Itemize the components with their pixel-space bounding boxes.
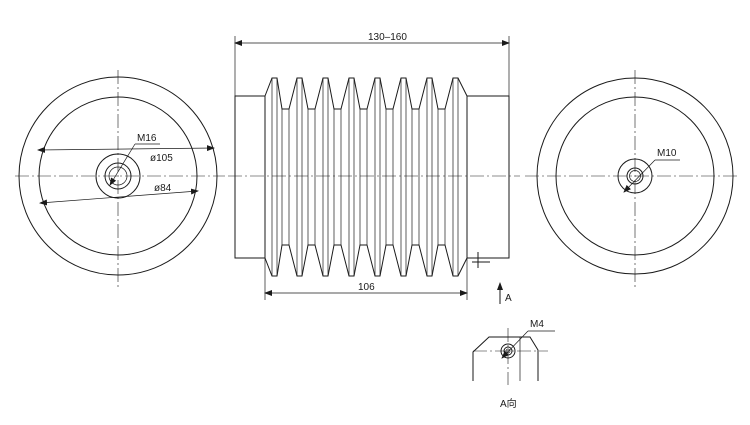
dia84-label: ø84	[154, 183, 172, 194]
view-a-marker-label: A	[505, 293, 512, 304]
m10-leader-line	[623, 159, 656, 193]
bellows-length-label: 106	[358, 282, 375, 293]
left-outer-circle	[18, 76, 218, 276]
m4-label: M4	[530, 319, 544, 330]
bellows-profile	[264, 77, 468, 277]
dia105-label: ø105	[150, 153, 173, 164]
detail-outline	[472, 336, 539, 381]
m4-leader-line	[501, 330, 529, 359]
right-end-flange	[466, 95, 510, 259]
bellows-fold-lines	[271, 78, 459, 276]
left-end-flange	[234, 95, 266, 259]
front-view: 130–160 106 A	[228, 32, 520, 304]
right-end-view: M10	[525, 70, 740, 287]
right-inner-circle	[555, 96, 715, 256]
left-thread-inner-circle	[108, 166, 128, 186]
left-inner-circle	[38, 96, 198, 256]
m10-label: M10	[657, 148, 677, 159]
detail-view-caption: A向	[500, 397, 517, 410]
left-end-view: M16 ø105 ø84	[15, 70, 225, 287]
right-outer-circle	[536, 77, 734, 275]
dia84-dimension-line	[39, 188, 199, 206]
right-thread-inner-circle	[629, 170, 641, 182]
right-boss-circle	[617, 158, 653, 194]
m16-label: M16	[137, 133, 157, 144]
overall-length-label: 130–160	[368, 32, 407, 43]
m16-leader-line	[109, 143, 136, 186]
right-thread-outer-circle	[626, 167, 644, 185]
detail-view-a: M4 A向	[472, 319, 555, 410]
dia105-dimension-line	[37, 145, 215, 153]
